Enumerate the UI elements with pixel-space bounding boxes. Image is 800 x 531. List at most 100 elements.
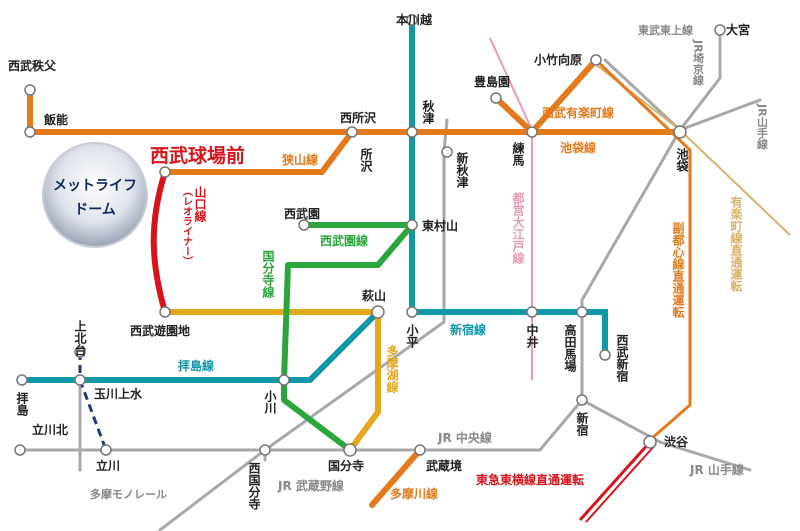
station-marker[interactable] — [259, 444, 271, 456]
label-seibuen-line: 西武園線 — [320, 233, 368, 248]
label-jr-saikyo: JR埼京線 — [692, 39, 705, 86]
jr-yamanote-right-line — [678, 98, 762, 132]
station-marker[interactable] — [526, 306, 538, 318]
station-akitsu: 秋津 — [421, 99, 435, 125]
station-shibuya: 渋谷 — [664, 434, 689, 449]
label-shinjuku-line: 新宿線 — [450, 322, 486, 337]
label-jr-yamanote-bottom: JR 山手線 — [689, 462, 744, 477]
station-seibu-yuenchi: 西武遊園地 — [130, 323, 190, 338]
label-toei-oedo-line: 都営大江戸線 — [511, 191, 525, 265]
station-ogawa: 小川 — [263, 389, 277, 414]
venue-line1: メットライフ — [53, 178, 137, 194]
station-marker[interactable] — [599, 349, 611, 361]
yamaguchi-line-track — [150, 169, 168, 315]
station-marker[interactable] — [74, 346, 86, 358]
station-marker[interactable] — [24, 126, 36, 138]
station-seibu-chichibu: 西武秩父 — [8, 58, 57, 73]
station-marker[interactable] — [159, 166, 171, 178]
station-seibu-kyujomae: 西武球場前 — [150, 144, 245, 167]
station-markers — [14, 14, 726, 457]
station-tachikawa: 立川 — [96, 458, 120, 473]
label-yamaguchi-line: 山口線 — [193, 185, 207, 223]
station-marker[interactable] — [346, 126, 358, 138]
tokyu-direct-track-b — [585, 443, 657, 523]
seibu-yurakucho-track — [493, 95, 535, 135]
station-marker[interactable] — [576, 394, 588, 406]
label-tamagawa-line: 多摩川線 — [390, 486, 438, 501]
station-marker[interactable] — [24, 84, 36, 96]
station-nishi-kokubunji: 西国分寺 — [247, 462, 261, 511]
station-marker[interactable] — [643, 435, 657, 449]
station-marker[interactable] — [441, 146, 453, 158]
station-marker[interactable] — [406, 126, 418, 138]
station-marker[interactable] — [673, 125, 687, 139]
station-kotake-mukaihara: 小竹向原 — [534, 52, 582, 67]
station-musashi-sakai: 武蔵境 — [426, 458, 462, 473]
label-tobu-tojo: 東武東上線 — [638, 23, 693, 37]
station-marker[interactable] — [74, 374, 86, 386]
seibu-yurakucho-track-2 — [529, 57, 599, 135]
station-marker[interactable] — [714, 24, 726, 36]
venue-line2: ドーム — [74, 202, 116, 218]
station-seibuen: 西武園 — [284, 206, 320, 221]
station-ikebukuro: 池袋 — [675, 147, 689, 173]
shinjuku-line-track — [409, 17, 608, 358]
station-marker[interactable] — [298, 219, 310, 231]
fukutoshin-track — [594, 58, 692, 442]
label-kokubunji-line: 国分寺線 — [261, 250, 275, 299]
tokyu-direct-track-a — [578, 440, 652, 522]
jr-yamanote-line — [580, 28, 752, 472]
jr-musashino-line — [158, 118, 449, 531]
station-marker[interactable] — [371, 305, 385, 319]
station-marker[interactable] — [414, 444, 426, 456]
label-haijima-line: 拝島線 — [178, 358, 214, 373]
station-kodaira: 小平 — [405, 323, 419, 349]
station-hagiyama: 萩山 — [361, 288, 386, 303]
metlife-dome-badge: メットライフ ドーム — [42, 142, 148, 248]
station-marker[interactable] — [343, 443, 357, 457]
station-labels: 西武秩父 飯能 西所沢 本川越 豊島園 小竹向原 大宮 西武園 東村山 西武遊園… — [8, 12, 750, 511]
station-marker[interactable] — [278, 374, 290, 386]
label-tamako-line: 多摩湖線 — [385, 344, 399, 394]
label-yamaguchi-sub: （レオライナー） — [181, 186, 194, 266]
station-tachikawa-kita: 立川北 — [32, 422, 68, 437]
station-tamagawa-josui: 玉川上水 — [94, 386, 143, 401]
station-haijima: 拝島 — [15, 391, 29, 417]
tamagawa-line-track — [369, 447, 423, 508]
station-marker[interactable] — [406, 306, 418, 318]
station-marker[interactable] — [576, 306, 588, 318]
sayama-line-track — [162, 129, 355, 175]
station-marker[interactable] — [590, 54, 602, 66]
label-jr-chuo: JR 中央線 — [437, 430, 492, 445]
station-hanno: 飯能 — [43, 112, 68, 127]
station-toshimaen: 豊島園 — [474, 74, 510, 89]
station-shinjuku: 新宿 — [575, 411, 589, 437]
station-marker[interactable] — [16, 374, 28, 386]
jr-chuo-line — [18, 398, 584, 452]
station-marker[interactable] — [490, 92, 502, 104]
station-kamikitadai: 上北台 — [73, 319, 87, 357]
station-marker[interactable] — [100, 444, 112, 456]
label-tokyu-direct: 東急東横線直通運転 — [476, 472, 584, 487]
label-tama-monorail: 多摩モノレール — [90, 487, 167, 501]
station-omiya: 大宮 — [726, 22, 750, 37]
label-ikebukuro-line: 池袋線 — [560, 140, 596, 155]
station-nishi-tokorozawa: 西所沢 — [340, 110, 377, 125]
station-marker[interactable] — [406, 219, 418, 231]
station-takadanobaba: 高田馬場 — [563, 323, 577, 373]
label-fukutoshin-direct: 副都心線直通運転 — [671, 221, 685, 319]
station-shin-akitsu: 新秋津 — [455, 151, 469, 189]
tobu-tojo-line — [603, 58, 682, 132]
station-hon-kawagoe: 本川越 — [396, 12, 433, 27]
station-marker[interactable] — [14, 444, 26, 456]
station-kokubunji: 国分寺 — [328, 458, 364, 473]
label-seibu-yurakucho-line: 西武有楽町線 — [542, 105, 614, 120]
tamako-line-track — [347, 309, 381, 453]
station-marker[interactable] — [526, 126, 538, 138]
label-jr-musashino: JR 武蔵野線 — [277, 478, 344, 493]
label-yurakucho-direct: 有楽町線直通運転 — [729, 195, 743, 293]
station-marker[interactable] — [406, 14, 418, 26]
station-higashi-murayama: 東村山 — [422, 218, 458, 233]
station-marker[interactable] — [159, 306, 171, 318]
